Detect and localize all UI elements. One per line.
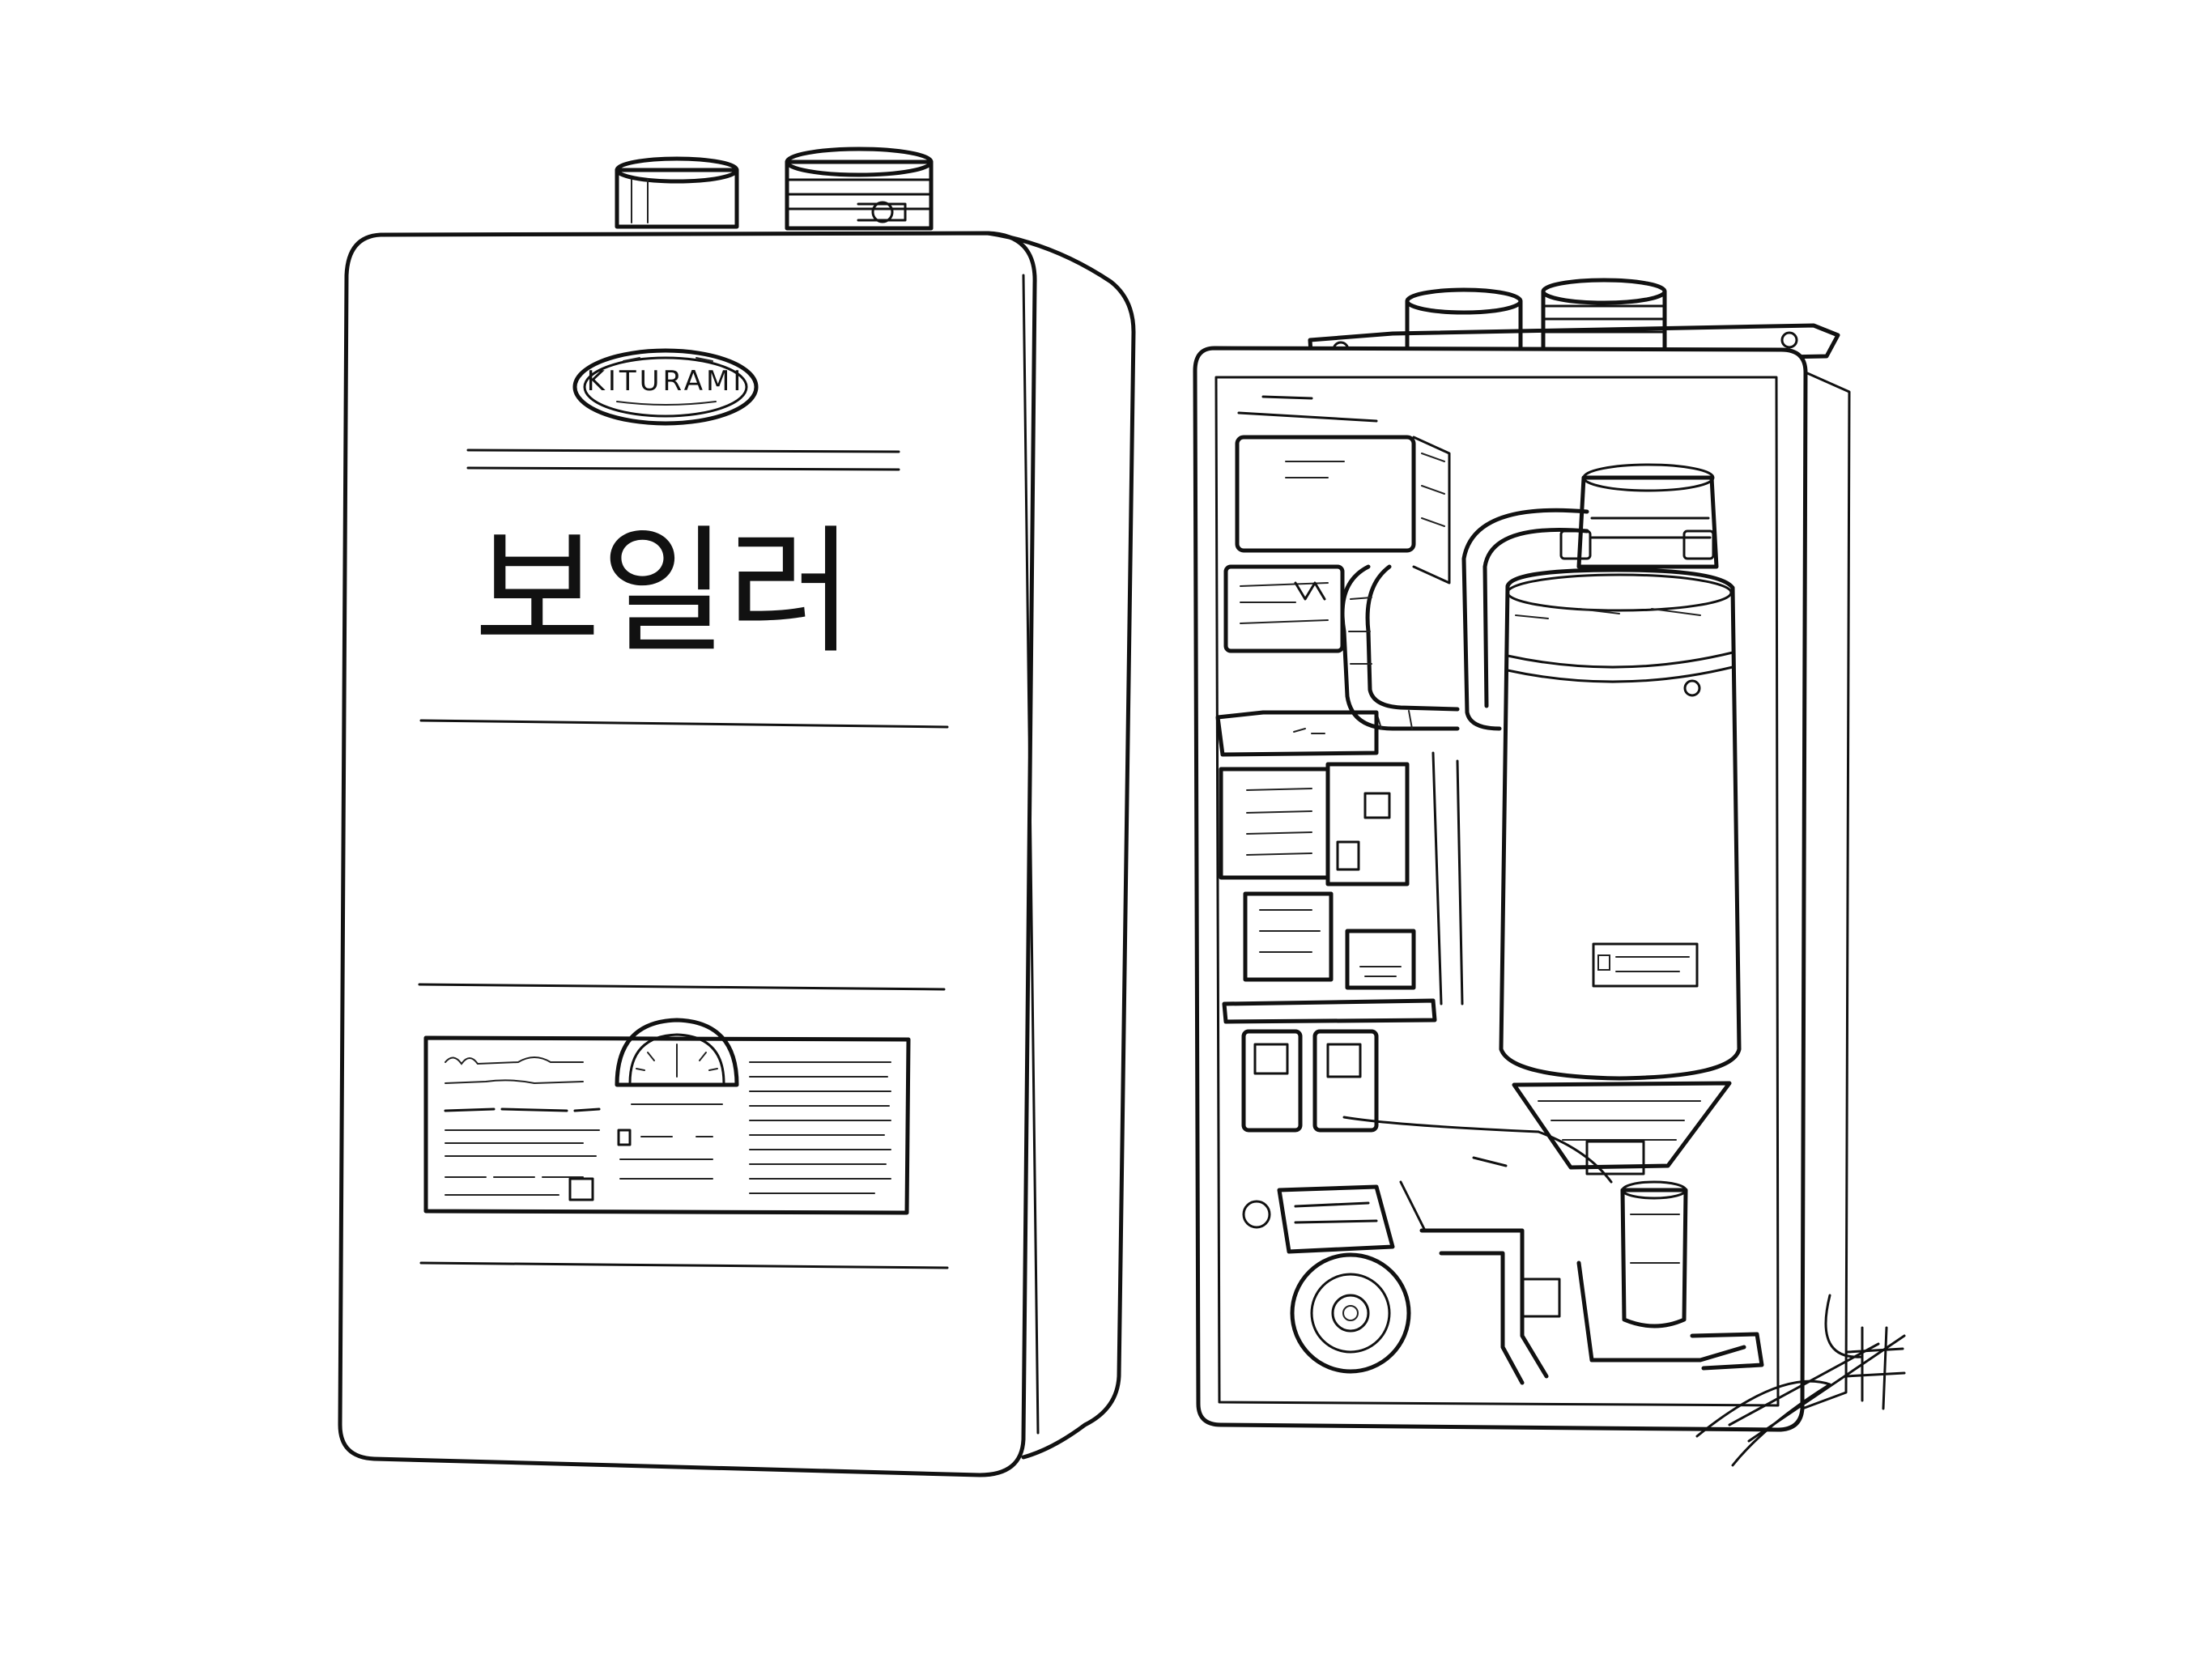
divider-line (419, 1261, 949, 1269)
divider-line (466, 449, 900, 453)
warning-label (1592, 942, 1699, 988)
bottom-pipes (1399, 1156, 1764, 1385)
divider-line (419, 719, 949, 729)
brand-logo-text: KITURAMI (587, 365, 745, 397)
top-pipe-left (615, 156, 739, 229)
heat-exchanger (1499, 568, 1742, 1081)
expansion-cylinder (1620, 1180, 1688, 1329)
artist-signature (1695, 1294, 1906, 1467)
divider-line (466, 466, 900, 471)
top-pipe-right-threaded (1541, 278, 1667, 352)
circulation-pump (1242, 1184, 1411, 1374)
gas-valve-module (1222, 998, 1540, 1133)
wire (1537, 1130, 1613, 1184)
cabinet-front (338, 231, 1037, 1477)
boiler-title: 보일러 (474, 512, 853, 673)
brand-logo: KITURAMI (572, 348, 759, 426)
divider-line (418, 983, 946, 991)
electronics-module (1215, 710, 1464, 1005)
open-boiler (1193, 278, 1851, 1432)
blower-motor (1559, 463, 1719, 569)
outer-case (1193, 346, 1808, 1432)
top-pipe-left (1405, 287, 1523, 359)
closed-boiler: KITURAMI 보일러 (338, 147, 1136, 1477)
control-module-upper (1235, 395, 1451, 585)
inner-frame (1214, 376, 1780, 1407)
info-label-panel (423, 1018, 911, 1215)
top-pipe-right-threaded (785, 147, 934, 231)
supply-pipe (1461, 508, 1589, 731)
cabinet-side (985, 231, 1136, 1460)
